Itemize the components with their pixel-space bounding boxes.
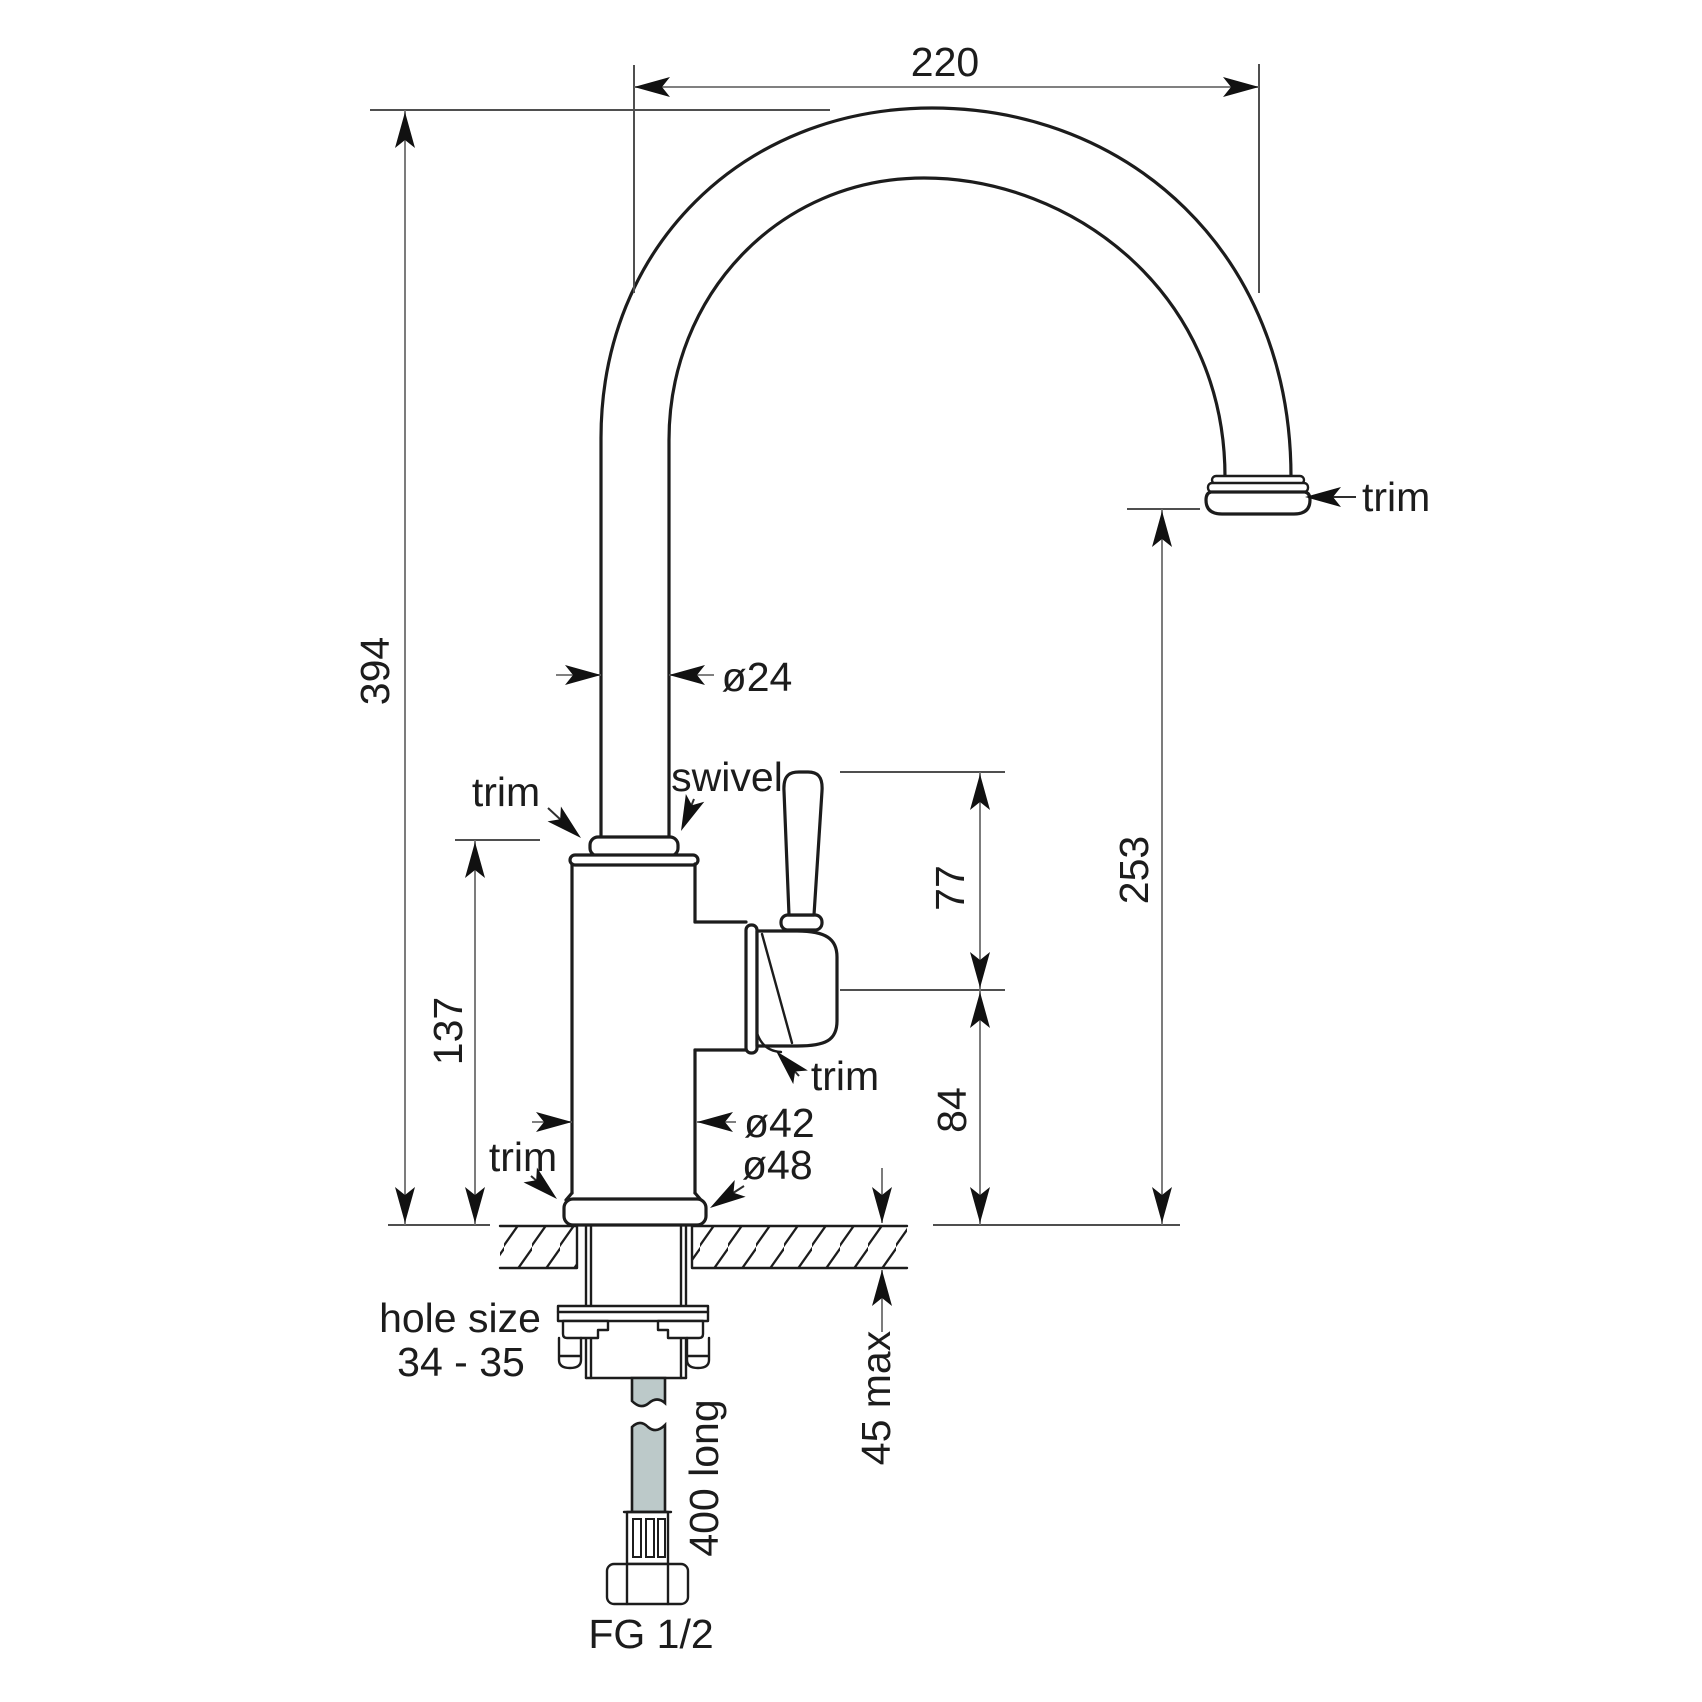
hex-connection-nut <box>605 1562 690 1606</box>
arrowheads <box>395 77 1341 1306</box>
dim-base-diameter-label: ø48 <box>742 1142 813 1188</box>
lever-collar <box>779 913 824 932</box>
label-thread-size: FG 1/2 <box>588 1611 713 1657</box>
trim-flange-top <box>568 853 700 867</box>
under-bench-hardware <box>556 1223 711 1606</box>
base-trim-ring <box>562 1197 708 1227</box>
dim-axis-to-bench-label: 84 <box>929 1087 975 1133</box>
label-trim-handle: trim <box>811 1053 879 1099</box>
spout-tip-trim <box>1204 474 1312 516</box>
label-swivel: swivel <box>671 754 783 800</box>
label-trim-top: trim <box>472 769 540 815</box>
label-trim-spout: trim <box>1362 474 1430 520</box>
bench-hatch-left <box>500 1226 577 1268</box>
handle-escutcheon <box>744 923 759 1055</box>
spout-inner-curve <box>667 176 1227 842</box>
dim-reach-label: 220 <box>911 39 979 85</box>
handle-body <box>755 929 839 1048</box>
flexible-hose <box>605 1376 690 1606</box>
dim-overall-height-label: 394 <box>352 637 398 705</box>
mounting-bracket <box>556 1304 711 1370</box>
label-hole-size-line2: 34 - 35 <box>397 1339 525 1385</box>
label-trim-base: trim <box>489 1134 557 1180</box>
handle-bottom-curve <box>755 1031 783 1054</box>
dim-body-height-label: 137 <box>425 997 471 1065</box>
lever-handle <box>782 770 824 917</box>
fixing-bolt-left <box>557 1336 583 1370</box>
bench-right-outline <box>690 1224 909 1270</box>
dim-hose-length-label: 400 long <box>681 1399 727 1556</box>
dim-outlet-height-label: 253 <box>1111 836 1157 904</box>
spout-outer-curve <box>599 106 1293 842</box>
threaded-shank <box>584 1223 688 1380</box>
dim-lever-to-axis-label: 77 <box>927 865 973 911</box>
bench-hatch-right <box>692 1226 907 1268</box>
bench-section <box>498 1224 909 1270</box>
tap-outline <box>562 106 1312 1227</box>
clamp-left <box>561 1319 610 1340</box>
dim-bench-thickness-label: 45 max <box>853 1330 899 1465</box>
handle-face-line <box>760 932 794 1045</box>
dim-spout-diameter-label: ø24 <box>722 654 793 700</box>
bench-left-outline <box>498 1224 579 1270</box>
handle-assembly <box>744 770 839 1055</box>
swivel-collar <box>588 835 680 858</box>
dimension-labels: 220 394 ø24 trim swivel trim 77 253 trim… <box>352 39 1430 1657</box>
cartridge-ledges <box>693 920 748 1052</box>
clamp-right <box>656 1319 705 1340</box>
label-hole-size-line1: hole size <box>379 1295 541 1341</box>
hose-upper-segment <box>630 1376 667 1408</box>
hose-lower-segment <box>630 1421 667 1514</box>
fixing-bolt-right <box>685 1336 711 1370</box>
dim-body-diameter-label: ø42 <box>744 1100 815 1146</box>
